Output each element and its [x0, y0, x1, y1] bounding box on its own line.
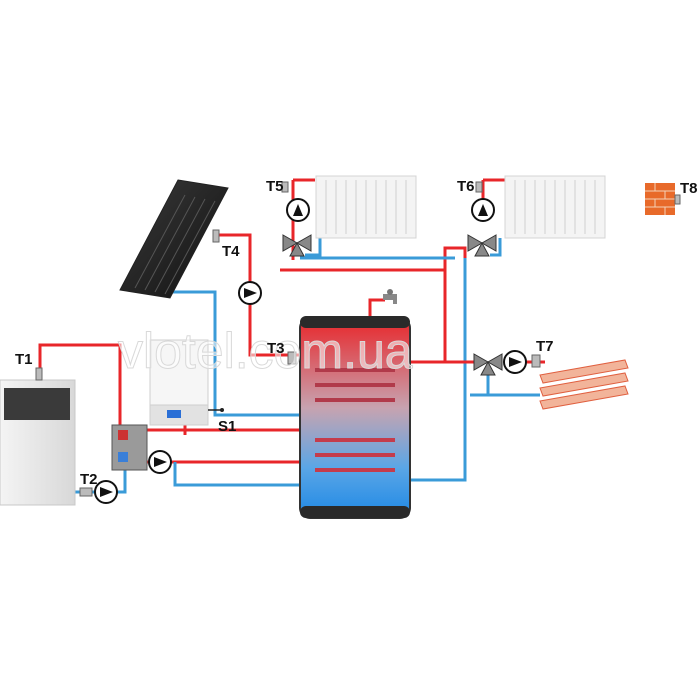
three-way-valve-icon — [467, 234, 497, 257]
heat-exchanger — [111, 424, 148, 471]
label-t5: T5 — [266, 178, 284, 195]
t4-sensor — [212, 229, 220, 243]
t3-sensor — [287, 351, 297, 365]
t7-sensor — [531, 354, 541, 368]
watermark: vlotel.com.ua — [118, 323, 413, 379]
three-way-valve-icon — [473, 353, 503, 376]
t5-sensor — [281, 181, 289, 193]
wall-heater — [149, 339, 224, 426]
pump-icon — [94, 480, 118, 504]
t6-sensor — [475, 181, 483, 193]
label-t2: T2 — [80, 471, 98, 488]
three-way-valve-icon — [282, 234, 312, 257]
label-t3: T3 — [267, 340, 285, 357]
t1-sensor — [35, 367, 43, 381]
label-t6: T6 — [457, 178, 475, 195]
storage-tank — [287, 316, 411, 519]
radiator-left — [281, 175, 417, 239]
pump-icon — [286, 198, 310, 222]
label-t7: T7 — [536, 338, 554, 355]
label-t1: T1 — [15, 351, 33, 368]
solar-collector — [119, 179, 229, 299]
label-s1: S1 — [218, 418, 236, 435]
brick-wall-icon — [645, 183, 681, 215]
pump-icon — [471, 198, 495, 222]
underfloor-heating — [539, 359, 629, 410]
pump-icon — [148, 450, 172, 474]
label-t8: T8 — [680, 180, 698, 197]
faucet-icon — [383, 289, 397, 304]
label-t4: T4 — [222, 243, 240, 260]
pump-icon — [238, 281, 262, 305]
t2-sensor — [79, 487, 93, 497]
pump-icon — [503, 350, 527, 374]
t8-sensor — [674, 194, 681, 205]
radiator-right — [475, 175, 606, 239]
boiler — [0, 367, 76, 506]
